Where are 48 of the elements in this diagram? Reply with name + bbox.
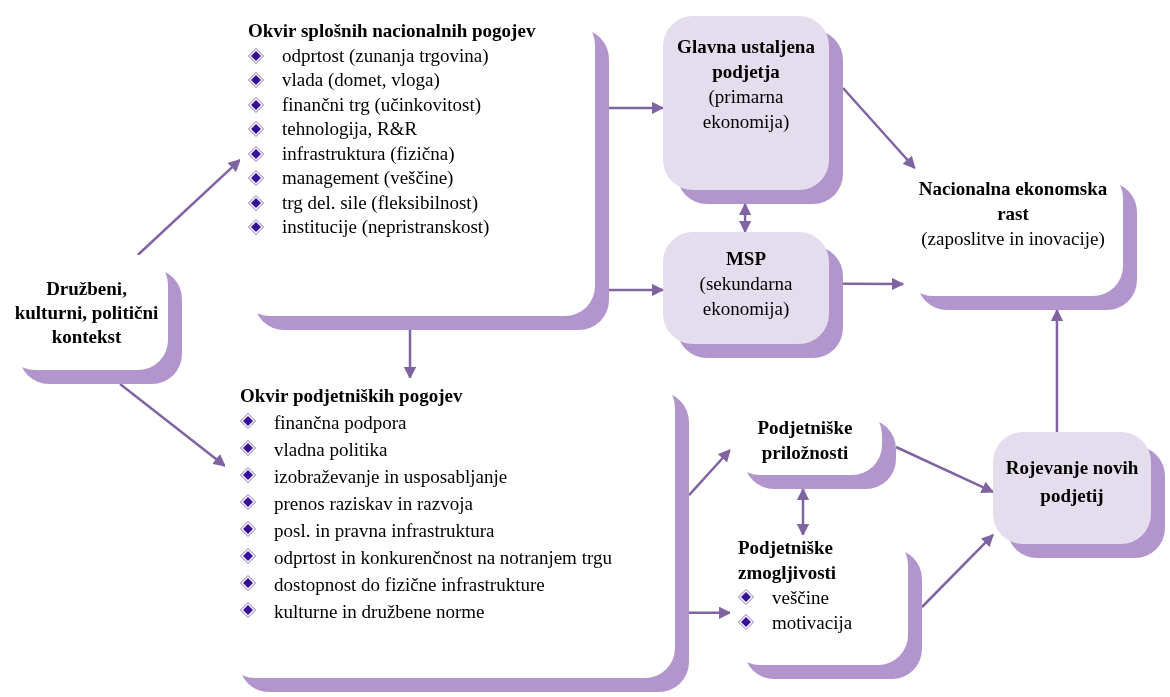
arrow	[688, 449, 731, 496]
box-heading: Okvir splošnih nacionalnih pogojev	[248, 19, 537, 43]
arrow	[609, 283, 665, 297]
arrow	[609, 101, 665, 115]
bullet-item: posl. in pravna infrastruktura	[274, 519, 495, 543]
text-card	[225, 378, 689, 692]
arrow	[895, 445, 995, 494]
bullet-item: odprtost (zunanja trgovina)	[282, 43, 489, 68]
bullet-item: dostopnost do fizične infrastrukture	[274, 573, 545, 597]
bullet-item: prenos raziskav in razvoja	[274, 492, 473, 516]
box-heading: Rojevanje novih podjetij	[1004, 456, 1140, 508]
bullet-item: odprtost in konkurenčnost na notranjem trgu	[274, 546, 612, 570]
bullet-item: vladna politika	[274, 438, 388, 462]
double-arrow	[738, 202, 752, 234]
bullet-item: veščine	[772, 586, 829, 610]
bullet-item: infrastruktura (fizična)	[282, 141, 455, 166]
arrow	[136, 159, 241, 256]
arrow	[119, 383, 226, 467]
arrow	[921, 534, 994, 608]
bullet-item: institucije (nepristranskost)	[282, 215, 490, 239]
box-heading: Nacionalna ekonomska rast	[917, 177, 1109, 226]
arrow	[1050, 308, 1064, 432]
box-subtext: (sekundarna ekonomija)	[698, 272, 794, 321]
bullet-item: kulturne in družbene norme	[274, 600, 485, 624]
arrow	[843, 277, 905, 291]
box-heading: Podjetniške priložnosti	[756, 416, 854, 465]
box-subtext: (primarna ekonomija)	[701, 85, 791, 134]
bullet-item: vlada (domet, vloga)	[282, 68, 440, 92]
box-subtext: (zaposlitve in inovacije)	[920, 227, 1106, 251]
bullet-item: izobraževanje in usposabljanje	[274, 465, 508, 489]
bullet-item: finančni trg (učinkovitost)	[282, 92, 482, 117]
arrow	[403, 330, 417, 380]
double-arrow	[796, 487, 810, 537]
arrow	[689, 606, 732, 620]
box-heading: MSP	[724, 247, 768, 271]
process-box	[663, 16, 843, 204]
process-box	[663, 232, 843, 358]
bullet-item: trg del. sile (fleksibilnost)	[282, 190, 478, 215]
bullet-item: finančna podpora	[274, 411, 407, 435]
process-box	[993, 432, 1165, 558]
arrow	[842, 87, 916, 169]
bullet-item: motivacija	[772, 611, 853, 635]
box-heading: Glavna ustaljena podjetja	[676, 35, 816, 84]
text-card	[730, 535, 922, 679]
bullet-item: management (veščine)	[282, 166, 454, 190]
bullet-item: tehnologija, R&R	[282, 117, 418, 141]
box-heading: Okvir podjetniških pogojev	[240, 384, 464, 408]
box-heading: Družbeni, kulturni, politični kontekst	[13, 277, 160, 349]
